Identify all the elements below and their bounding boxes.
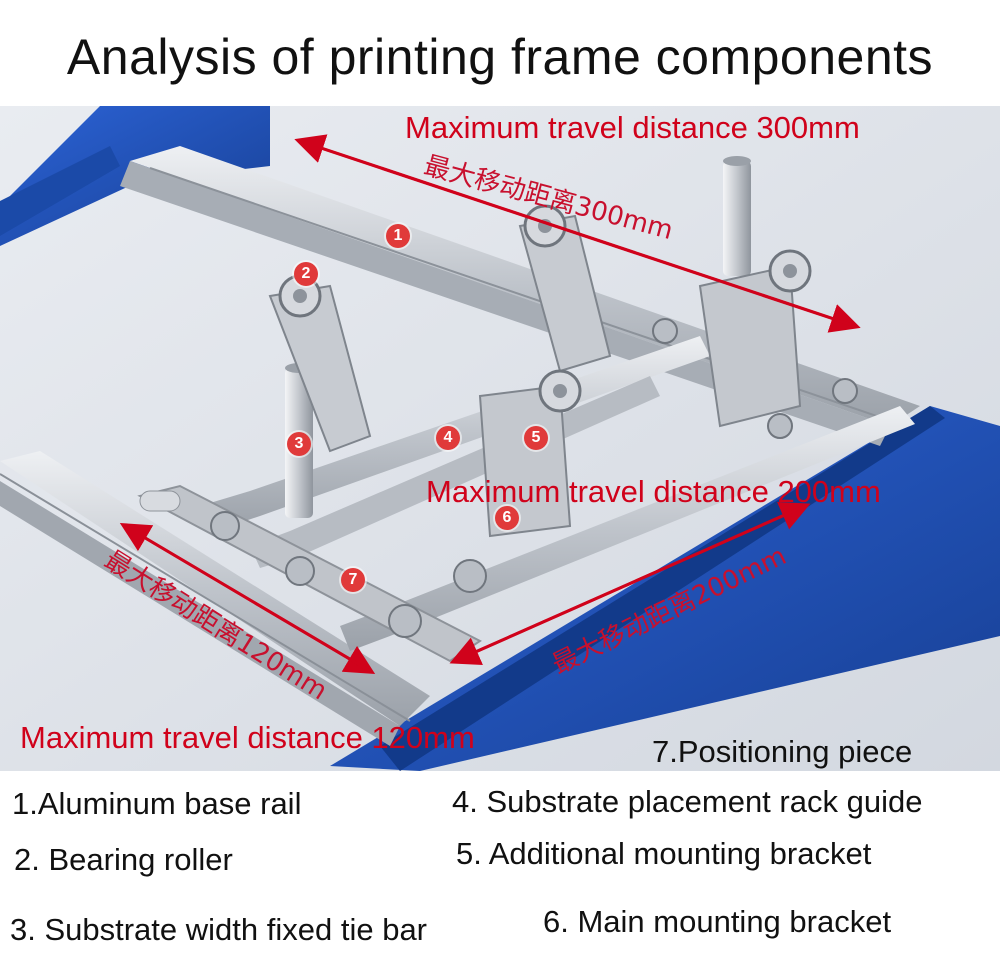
travel-120-label: Maximum travel distance 120mm [20,720,475,755]
marker-7: 7 [341,568,365,592]
legend-item-7: 7.Positioning piece [652,734,913,769]
marker-3: 3 [287,432,311,456]
legend-item-4: 4. Substrate placement rack guide [452,784,923,819]
legend-item-2: 2. Bearing roller [14,842,233,877]
printing-frame-illustration [0,106,1000,771]
marker-2: 2 [294,262,318,286]
marker-5: 5 [524,426,548,450]
marker-6: 6 [495,506,519,530]
legend-item-6: 6. Main mounting bracket [543,904,892,939]
legend-item-3: 3. Substrate width fixed tie bar [10,912,428,947]
legend-item-5: 5. Additional mounting bracket [456,836,872,871]
main-mounting-bracket [478,384,572,538]
product-photo [0,106,1000,771]
travel-300-label: Maximum travel distance 300mm [405,110,860,145]
legend-item-1: 1.Aluminum base rail [12,786,302,821]
marker-4: 4 [436,426,460,450]
marker-1: 1 [386,224,410,248]
travel-200-label: Maximum travel distance 200mm [426,474,881,509]
page-title: Analysis of printing frame components [66,29,934,85]
